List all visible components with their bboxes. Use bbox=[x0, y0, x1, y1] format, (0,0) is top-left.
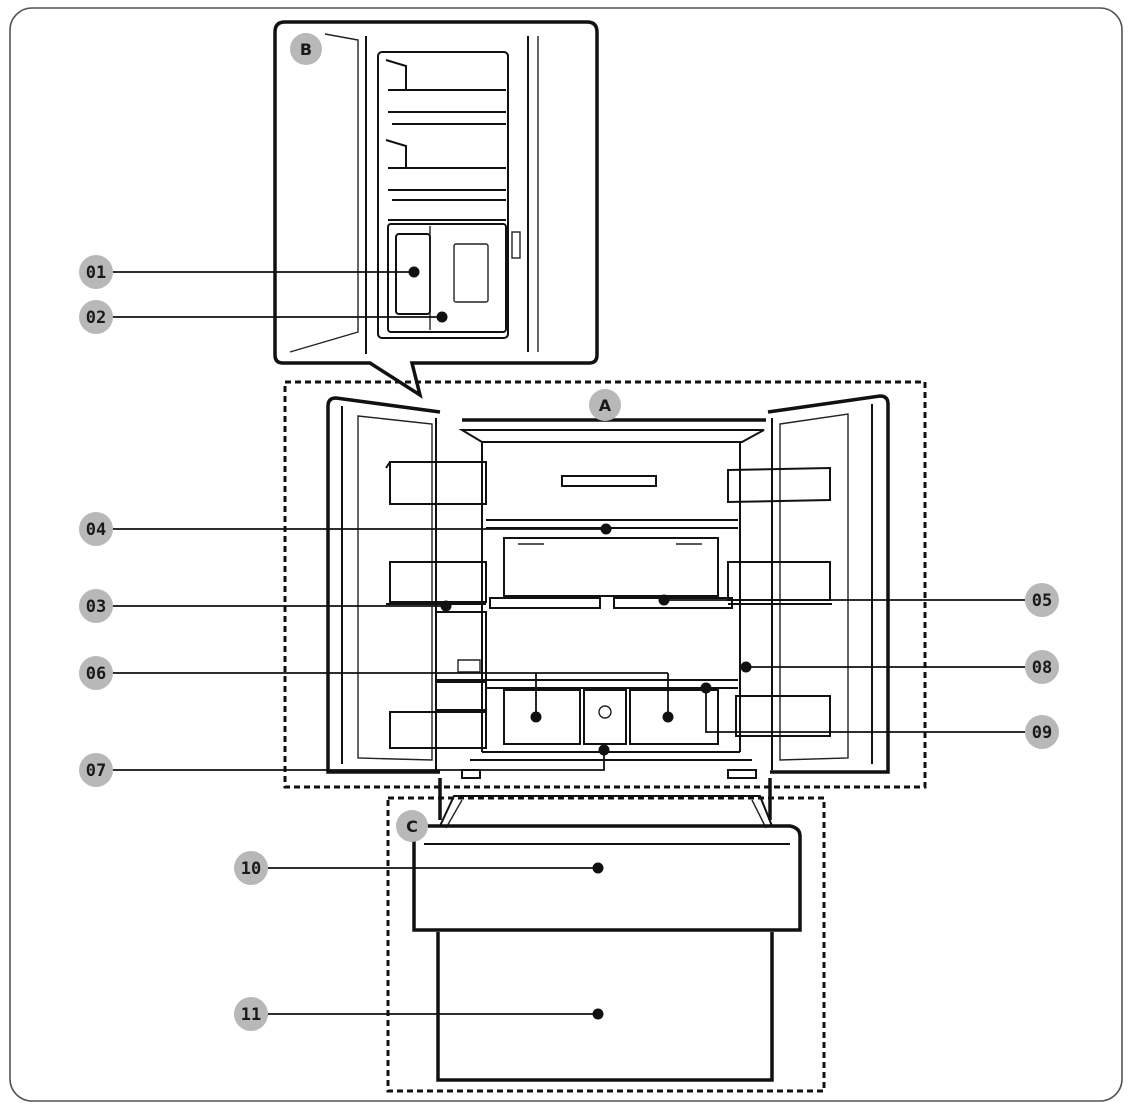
callout-10: 10 bbox=[234, 851, 604, 885]
svg-text:10: 10 bbox=[241, 859, 261, 879]
svg-text:11: 11 bbox=[241, 1005, 261, 1025]
zone-badge-c: C bbox=[396, 810, 428, 842]
freezer-drawers-drawing bbox=[412, 778, 802, 1082]
zone-c-boundary bbox=[386, 796, 826, 1093]
callout-03: 03 bbox=[79, 589, 452, 623]
svg-text:C: C bbox=[406, 817, 418, 836]
callout-09: 09 bbox=[700, 682, 1059, 749]
svg-text:04: 04 bbox=[86, 520, 106, 540]
zone-a-boundary bbox=[283, 380, 927, 789]
svg-text:08: 08 bbox=[1032, 658, 1052, 678]
inset-b-door-detail bbox=[273, 20, 599, 399]
svg-text:A: A bbox=[599, 396, 612, 415]
zone-badge-b: B bbox=[290, 33, 322, 65]
svg-text:09: 09 bbox=[1032, 723, 1052, 743]
zone-badge-a: A bbox=[589, 389, 621, 421]
callout-08: 08 bbox=[740, 650, 1059, 684]
svg-text:03: 03 bbox=[86, 597, 106, 617]
svg-text:B: B bbox=[300, 40, 312, 59]
svg-text:01: 01 bbox=[86, 263, 106, 283]
svg-text:06: 06 bbox=[86, 664, 106, 684]
callout-07: 07 bbox=[79, 744, 610, 787]
callout-05: 05 bbox=[658, 583, 1059, 617]
outer-frame bbox=[9, 7, 1123, 1102]
callout-04: 04 bbox=[79, 512, 612, 546]
callout-11: 11 bbox=[234, 997, 604, 1031]
callout-02: 02 bbox=[79, 300, 448, 334]
callout-06: 06 bbox=[79, 656, 674, 723]
fridge-compartment-drawing bbox=[326, 394, 890, 779]
svg-text:07: 07 bbox=[86, 761, 106, 781]
svg-text:05: 05 bbox=[1032, 591, 1052, 611]
callout-01: 01 bbox=[79, 255, 420, 289]
svg-text:02: 02 bbox=[86, 308, 106, 328]
